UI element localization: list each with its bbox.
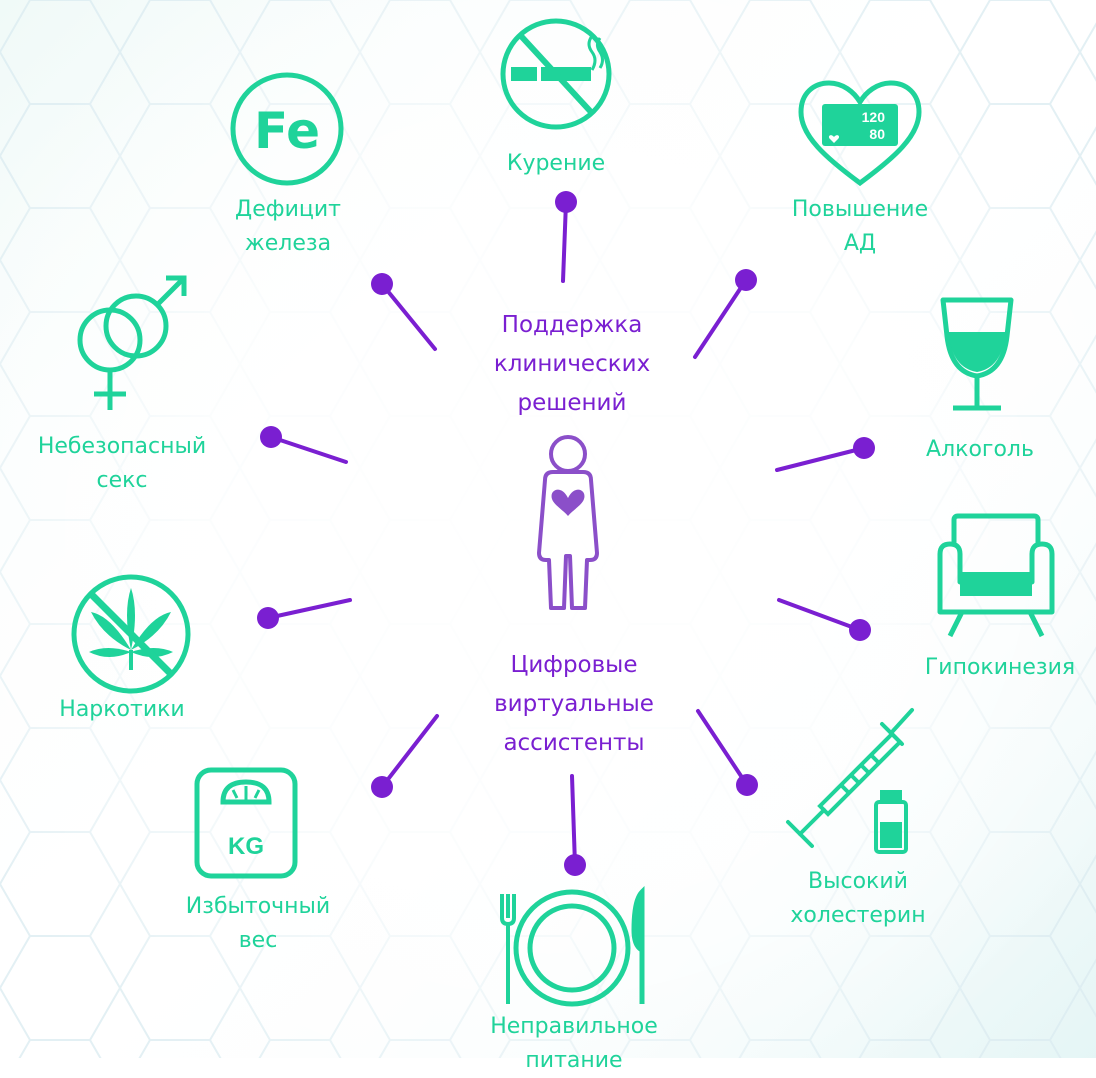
scale-kg-text: KG <box>228 833 264 860</box>
scale-icon: KG <box>194 767 298 879</box>
label-drugs: Наркотики <box>59 697 185 722</box>
spoke-blood-pressure <box>693 269 757 359</box>
plate-cutlery-icon <box>500 885 645 1007</box>
spoke-hypokinesia <box>777 598 871 641</box>
connector-spokes <box>257 191 875 876</box>
spoke-nutrition <box>564 774 586 876</box>
iron-fe-icon: Fe <box>230 72 344 186</box>
clinical-decision-support-label: Поддержка клинических решений <box>493 312 651 416</box>
label-smoking: Курение <box>506 151 606 176</box>
label-iron: Дефицит железа <box>235 197 341 256</box>
heart-blood-pressure-icon: 120 80 <box>798 80 922 187</box>
spoke-cholesterol <box>696 709 758 796</box>
spoke-drugs <box>257 598 352 629</box>
label-unsafe-sex: Небезопасный секс <box>37 434 207 493</box>
wine-glass-icon <box>940 297 1014 411</box>
label-nutrition: Неправильное питание <box>490 1014 658 1073</box>
spoke-alcohol <box>775 437 875 472</box>
label-blood-pressure: Повышение АД <box>791 197 929 256</box>
digital-assistants-label: Цифровые виртуальные ассистенты <box>494 652 654 756</box>
bp-systolic: 120 <box>862 109 886 125</box>
label-cholesterol: Высокий холестерин <box>790 869 926 928</box>
gender-rings-icon <box>77 275 187 410</box>
no-cannabis-icon <box>71 574 191 694</box>
bp-diastolic: 80 <box>869 126 885 142</box>
spoke-smoking <box>555 191 577 283</box>
label-hypokinesia: Гипокинезия <box>924 655 1076 680</box>
label-weight: Избыточный вес <box>185 894 331 953</box>
spoke-unsafe-sex <box>260 426 348 464</box>
spoke-weight <box>371 714 439 798</box>
person-with-heart-icon <box>537 435 599 610</box>
fe-symbol: Fe <box>254 102 320 160</box>
no-smoking-icon <box>500 18 612 130</box>
spoke-iron <box>371 273 437 351</box>
label-alcohol: Алкоголь <box>926 437 1034 462</box>
syringe-vial-icon <box>786 708 914 854</box>
armchair-icon <box>937 513 1055 638</box>
